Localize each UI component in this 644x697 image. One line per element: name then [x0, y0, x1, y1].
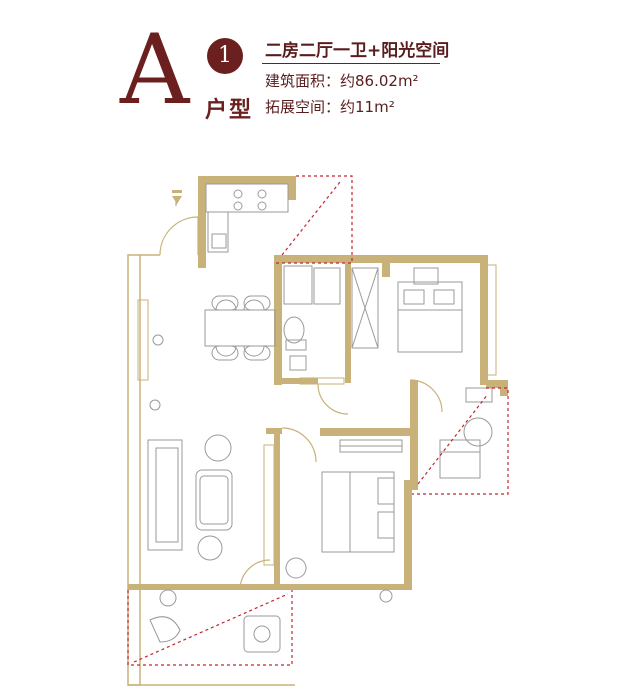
extension-area: 拓展空间：约11m² — [265, 98, 395, 116]
layout-description: 二房二厅一卫+阳光空间 — [265, 41, 450, 61]
unit-number-badge: 1 — [207, 38, 243, 74]
building-area: 建筑面积：约86.02m² — [265, 72, 419, 90]
kitchen — [175, 183, 289, 253]
structural-walls — [128, 176, 508, 590]
dining-table — [204, 295, 276, 361]
living-room — [147, 334, 233, 643]
unit-type-label: 户型 — [205, 98, 254, 123]
windows — [137, 264, 497, 566]
bedroom-small — [351, 267, 463, 353]
study-room — [439, 387, 493, 479]
bathroom — [283, 265, 341, 371]
balcony-sink — [243, 615, 281, 653]
doors — [159, 216, 443, 591]
unit-letter: A — [120, 14, 190, 126]
extension-areas — [127, 175, 509, 666]
entrance-arrow-icon — [172, 190, 182, 204]
header-divider — [262, 63, 440, 64]
bedroom-master — [285, 439, 403, 603]
